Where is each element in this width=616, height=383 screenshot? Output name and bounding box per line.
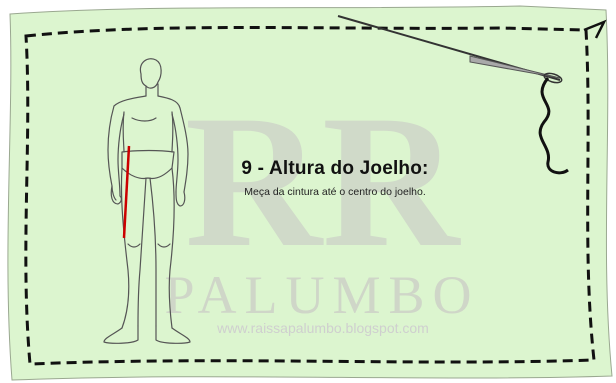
- step-heading: 9 - Altura do Joelho:: [205, 158, 465, 180]
- step-instruction: Meça da cintura até o centro do joelho.: [205, 186, 465, 198]
- watermark-url: www.raissapalumbo.blogspot.com: [188, 320, 458, 336]
- caption: 9 - Altura do Joelho: Meça da cintura at…: [205, 158, 465, 198]
- svg-text:PALUMBO: PALUMBO: [164, 265, 479, 325]
- watermark-name: PALUMBO: [164, 265, 479, 325]
